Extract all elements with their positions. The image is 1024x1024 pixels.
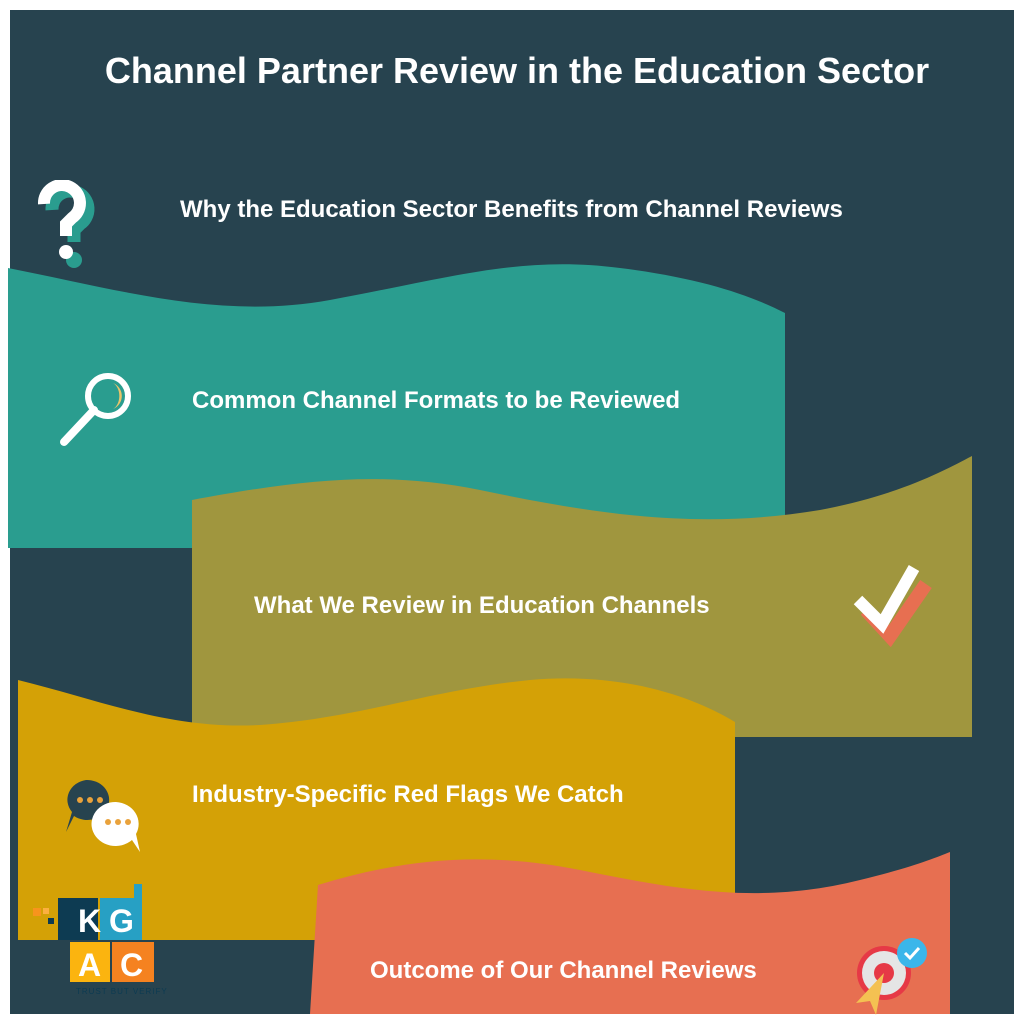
section-outcome-label: Outcome of Our Channel Reviews [370,957,757,984]
svg-text:K: K [78,903,101,939]
section-formats-label: Common Channel Formats to be Reviewed [192,387,681,414]
chat-bubbles-icon [66,779,140,852]
question-mark-icon [38,180,95,268]
checkmark-icon [853,565,932,648]
svg-text:TRUST BUT VERIFY: TRUST BUT VERIFY [76,987,168,996]
section-review-label: What We Review in Education Channels [254,592,710,619]
olive-band [192,456,972,737]
page-title: Channel Partner Review in the Education … [104,50,930,91]
target-icon [856,938,927,1015]
teal-band [8,264,785,548]
section-why-label: Why the Education Sector Benefits from C… [180,196,843,223]
svg-text:A: A [78,947,101,983]
svg-text:G: G [109,903,134,939]
magnifier-icon [60,373,131,446]
coral-band [310,852,950,1014]
svg-text:C: C [120,947,143,983]
kgac-logo: K G A C TRUST BUT VERIFY [30,882,170,1002]
section-red-flags-label: Industry-Specific Red Flags We Catch [192,781,624,808]
